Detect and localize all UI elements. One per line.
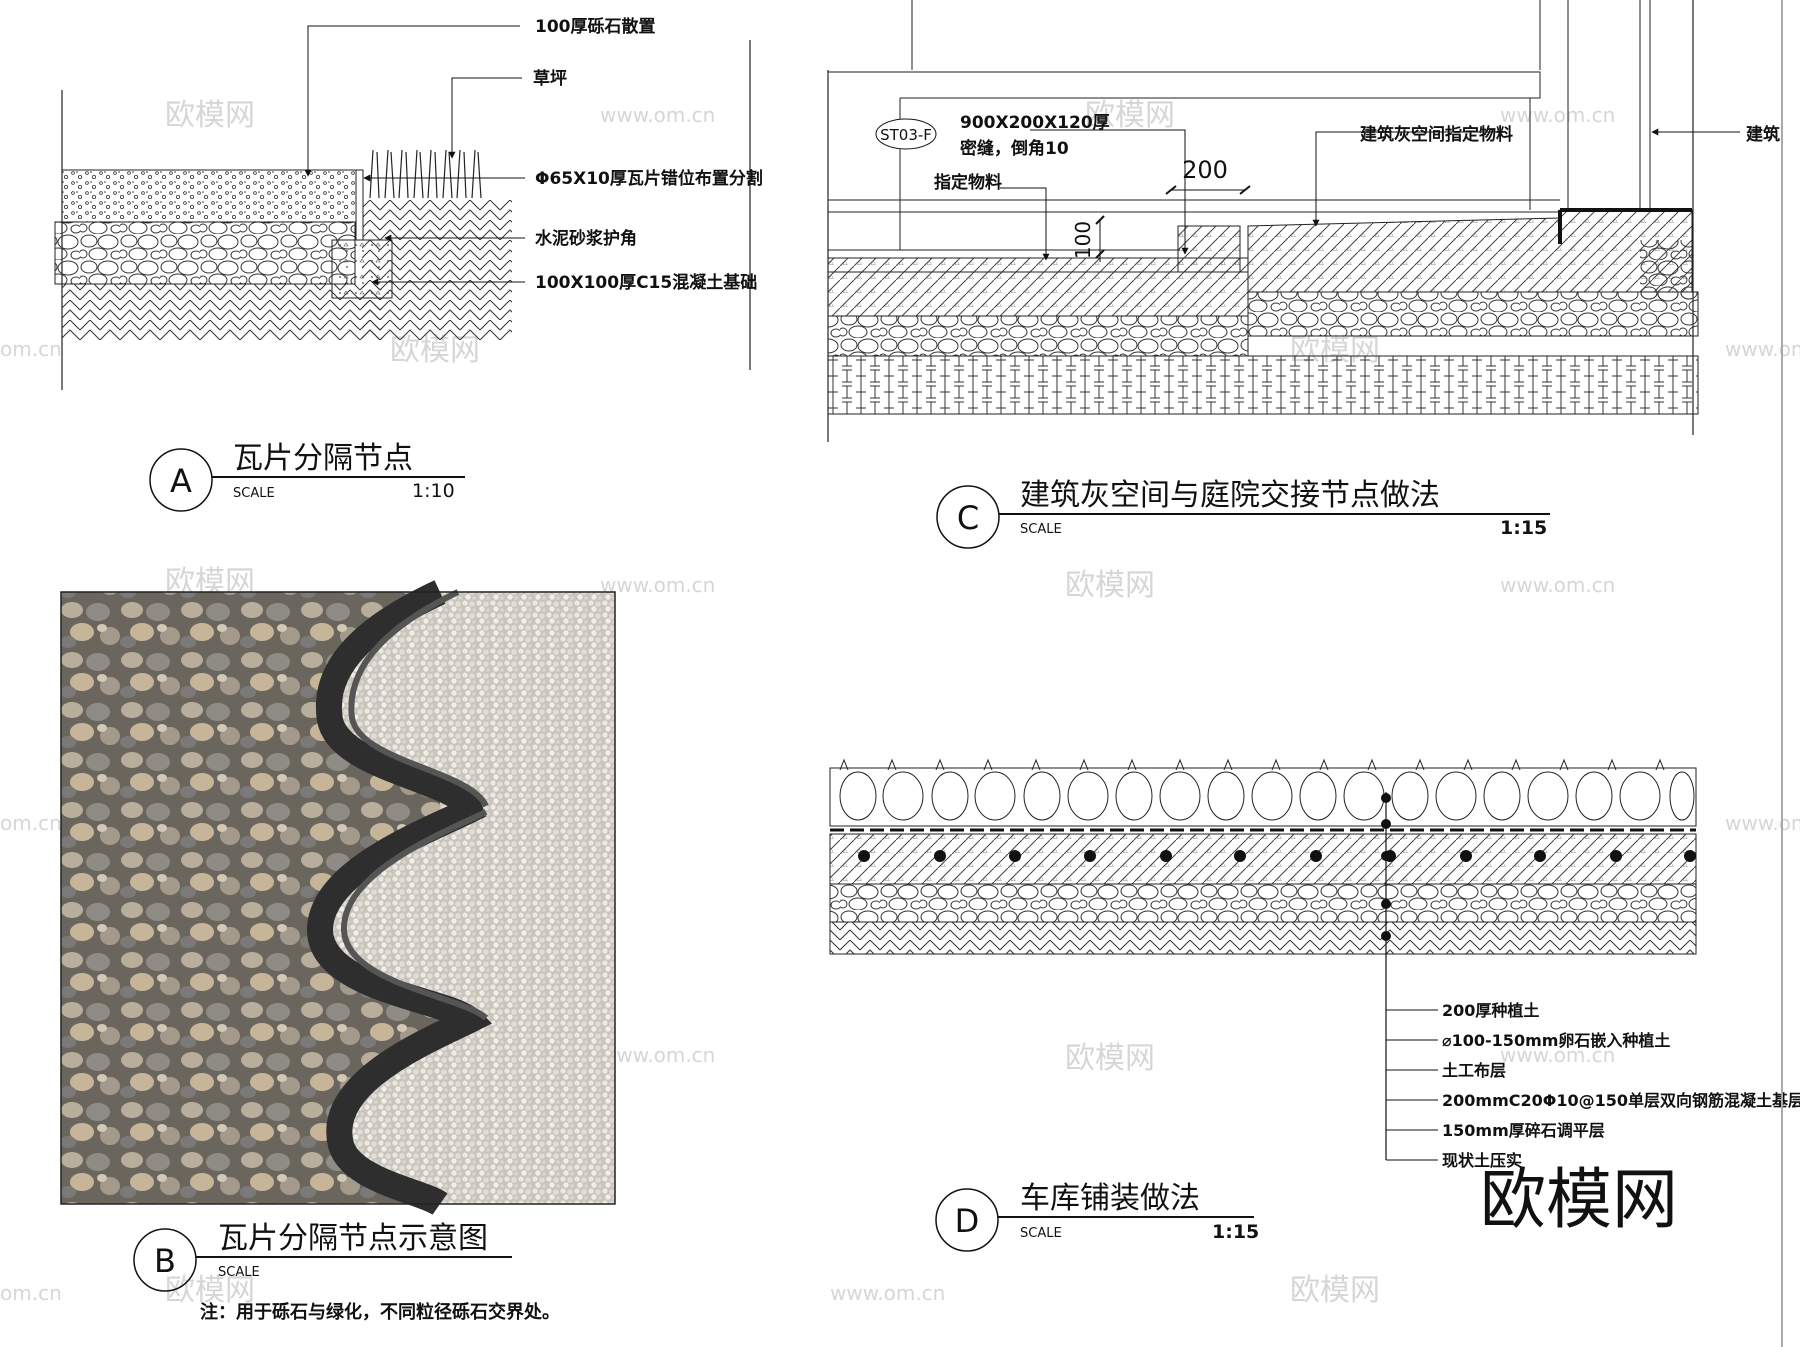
concrete-footing bbox=[331, 239, 393, 299]
brand-logo-text: 欧模网 bbox=[1480, 1161, 1678, 1238]
panel-a-section: 100厚砾石散置 草坪 Φ65X10厚瓦片错位布置分割 水泥砂浆护角 100X1… bbox=[54, 16, 763, 512]
label-mortar: 水泥砂浆护角 bbox=[535, 228, 637, 249]
label-material: 指定物料 bbox=[934, 172, 1002, 193]
detail-marker-b bbox=[133, 1228, 197, 1292]
embedded-pebbles bbox=[839, 771, 1695, 821]
panel-b-title: 瓦片分隔节点示意图 bbox=[218, 1221, 488, 1256]
gravel-layer bbox=[61, 169, 363, 223]
watermark-site: www.om.cn bbox=[600, 573, 715, 597]
detail-letter-c: C bbox=[957, 499, 979, 537]
label-footing: 100X100厚C15混凝土基础 bbox=[535, 272, 757, 293]
planting-soil-layer bbox=[829, 767, 1697, 827]
watermark-site: www.om.cn bbox=[1725, 337, 1800, 361]
panel-d-title: 车库铺装做法 bbox=[1020, 1181, 1200, 1216]
watermark-site: om.cn bbox=[0, 1281, 62, 1305]
layer-label-crushed-stone: 150mm厚碎石调平层 bbox=[1442, 1121, 1605, 1140]
crushed-stone-layer bbox=[829, 883, 1697, 923]
watermark-site: om.cn bbox=[0, 337, 62, 361]
watermark-brand: 欧模网 bbox=[165, 98, 255, 133]
dim-100: 100 bbox=[1071, 221, 1095, 259]
panel-b-section: B 瓦片分隔节点示意图 SCALE 注：用于砾石与绿化，不同粒径砾石交界处。 bbox=[60, 580, 616, 1323]
panel-c-scale-label: SCALE bbox=[1020, 522, 1062, 537]
label-gravel: 100厚砾石散置 bbox=[535, 16, 656, 37]
watermark-brand: 欧模网 bbox=[1065, 1041, 1155, 1076]
panel-d-scale-label: SCALE bbox=[1020, 1226, 1062, 1241]
label-grey-space: 建筑灰空间指定物料 bbox=[1360, 124, 1513, 145]
watermark-site: www.om.cn bbox=[600, 103, 715, 127]
material-tag-code: ST03-F bbox=[880, 126, 932, 144]
detail-marker-c bbox=[936, 485, 1000, 549]
panel-a-scale-label: SCALE bbox=[233, 486, 275, 501]
watermark-brand: 欧模网 bbox=[1085, 98, 1175, 133]
roof-tile-divider bbox=[306, 580, 492, 1216]
panel-c-title: 建筑灰空间与庭院交接节点做法 bbox=[1020, 478, 1440, 513]
compacted-soil-layer bbox=[829, 921, 1697, 955]
panel-d-section: 200厚种植土 ⌀100-150mm卵石嵌入种植土 土工布层 200mmC20Φ… bbox=[829, 758, 1800, 1252]
dim-200: 200 bbox=[1182, 156, 1228, 184]
detail-marker-d bbox=[935, 1188, 999, 1252]
detail-letter-d: D bbox=[955, 1202, 980, 1240]
soil-layer bbox=[62, 284, 382, 340]
tile-divider bbox=[355, 169, 364, 241]
layer-label-compacted-soil: 现状土压实 bbox=[1442, 1151, 1522, 1170]
watermark-site: www.om.cn bbox=[830, 1281, 945, 1305]
lawn bbox=[368, 150, 514, 200]
layer-label-pebble: ⌀100-150mm卵石嵌入种植土 bbox=[1442, 1031, 1670, 1050]
watermark-site: om.cn bbox=[0, 811, 62, 835]
panel-a-scale-value: 1:10 bbox=[412, 480, 455, 502]
panel-a-title: 瓦片分隔节点 bbox=[233, 441, 413, 476]
layer-label-soil: 200厚种植土 bbox=[1442, 1001, 1539, 1020]
detail-letter-a: A bbox=[170, 462, 192, 500]
panel-b-scale-label: SCALE bbox=[218, 1265, 260, 1280]
spec-line-1: 900X200X120厚 bbox=[960, 113, 1110, 133]
label-tile: Φ65X10厚瓦片错位布置分割 bbox=[535, 168, 763, 189]
watermark-site: www.om.cn bbox=[1500, 103, 1615, 127]
layer-label-concrete: 200mmC20Φ10@150单层双向钢筋混凝土基层 bbox=[1442, 1091, 1800, 1110]
watermark-brand: 欧模网 bbox=[165, 1273, 255, 1308]
subgrade-layer bbox=[827, 355, 1699, 415]
label-building: 建筑 bbox=[1746, 124, 1780, 145]
label-lawn: 草坪 bbox=[533, 69, 567, 89]
material-tag bbox=[875, 118, 937, 150]
spec-line-2: 密缝，倒角10 bbox=[960, 138, 1069, 159]
watermark-brand: 欧模网 bbox=[1065, 568, 1155, 603]
watermark-site: www.om.cn bbox=[1725, 811, 1800, 835]
watermark-site: www.om.cn bbox=[600, 1043, 715, 1067]
watermark-site: www.om.cn bbox=[1500, 573, 1615, 597]
layer-label-geotextile: 土工布层 bbox=[1442, 1061, 1506, 1080]
detail-letter-b: B bbox=[154, 1242, 176, 1280]
curb-stone bbox=[1177, 225, 1241, 273]
panel-d-scale-value: 1:15 bbox=[1212, 1221, 1259, 1243]
panel-c-section: ST03-F 900X200X120厚 密缝，倒角10 指定物料 建筑灰空间指定… bbox=[827, 0, 1780, 549]
watermark-site: www.om.cn bbox=[1500, 1043, 1615, 1067]
cobble-layer bbox=[54, 221, 356, 285]
panel-c-scale-value: 1:15 bbox=[1500, 517, 1547, 539]
detail-marker-a bbox=[149, 448, 213, 512]
panel-b-note: 注：用于砾石与绿化，不同粒径砾石交界处。 bbox=[200, 1301, 560, 1323]
watermark-brand: 欧模网 bbox=[1290, 1273, 1380, 1308]
concrete-base-layer bbox=[829, 833, 1697, 885]
watermarks: 欧模网 www.om.cn 欧模网 www.om.cn om.cn 欧模网 欧模… bbox=[0, 98, 1800, 1308]
